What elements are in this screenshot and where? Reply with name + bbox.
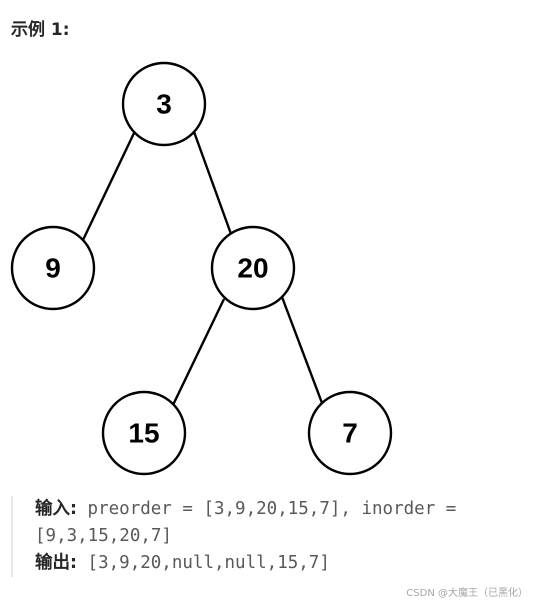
node-label: 15 [128, 418, 159, 449]
example-block: 输入: preorder = [3,9,20,15,7], inorder = … [11, 496, 540, 577]
tree-node-20: 20 [210, 225, 296, 311]
edge-3-9 [81, 130, 137, 241]
output-label: 输出: [35, 553, 77, 573]
input-label: 输入: [35, 499, 77, 519]
tree-node-3: 3 [121, 61, 207, 147]
tree-node-9: 9 [10, 225, 96, 311]
input-text: preorder = [3,9,20,15,7], inorder = [87, 499, 457, 519]
input-text-continued: [9,3,15,20,7] [35, 526, 172, 546]
node-label: 7 [342, 418, 358, 449]
input-line-continued: [9,3,15,20,7] [35, 523, 540, 550]
output-text: [3,9,20,null,null,15,7] [87, 553, 330, 573]
edge-20-7 [280, 296, 324, 404]
tree-node-15: 15 [101, 390, 187, 476]
node-label: 20 [237, 253, 268, 284]
node-label: 3 [156, 89, 172, 120]
node-label: 9 [45, 253, 61, 284]
csdn-watermark: CSDN @大魔王（已黑化） [406, 588, 528, 599]
edge-3-20 [191, 128, 233, 235]
binary-tree-diagram: 3 9 20 15 7 [10, 61, 393, 476]
edge-20-15 [171, 298, 226, 406]
example-heading: 示例 1: [11, 20, 70, 40]
input-line: 输入: preorder = [3,9,20,15,7], inorder = [35, 496, 540, 523]
output-line: 输出: [3,9,20,null,null,15,7] [35, 550, 540, 577]
tree-node-7: 7 [307, 390, 393, 476]
